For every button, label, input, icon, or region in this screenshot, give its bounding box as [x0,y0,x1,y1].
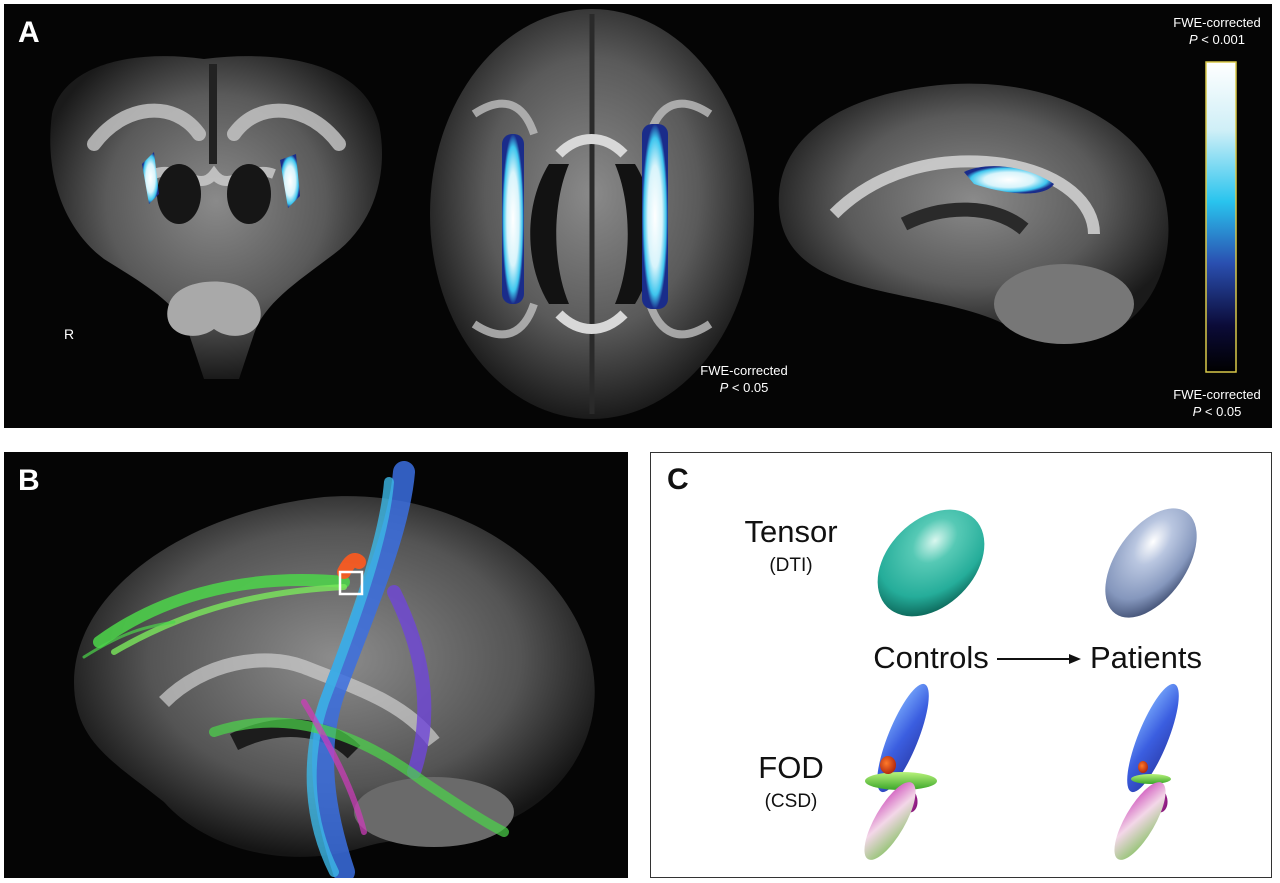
colorbar-bottom-label: FWE-corrected P < 0.05 [1162,386,1272,420]
patients-fod-glyph [1114,683,1179,860]
panel-a-letter: A [18,16,40,49]
controls-label: Controls [873,640,989,675]
colorbar-top-p: P < 0.001 [1188,32,1246,47]
colorbar-bottom-p: P < 0.05 [1192,404,1242,419]
orientation-marker: R [64,326,75,342]
sagittal-slice [778,83,1169,344]
fod-label: FOD [758,750,824,785]
roi-box [338,570,364,596]
patients-tensor-ellipsoid [1105,508,1197,618]
tensor-sub-label: (DTI) [769,555,813,576]
colorbar-bottom-line1: FWE-corrected [1173,387,1261,402]
tensor-label: Tensor [744,514,838,549]
panel-c-figure [864,508,1197,860]
panel-b-figure [74,461,595,878]
panel-a-figure [50,9,1237,419]
panel-c-letter: C [667,463,689,496]
axial-threshold-p: P < 0.05 [719,380,769,395]
fod-sub-label: (CSD) [764,791,818,812]
coronal-slice [50,56,382,379]
axial-slice [430,9,754,419]
axial-threshold-line1: FWE-corrected [700,363,788,378]
controls-fod-glyph [864,683,937,860]
panel-a: A R FWE-corrected P < 0.05 FWE-corrected… [4,4,1272,428]
patients-label: Patients [1089,640,1202,675]
panel-b-letter: B [18,464,40,497]
panel-c: C Tensor (DTI) Controls Patients FOD (CS… [650,452,1272,878]
axial-threshold-label: FWE-corrected P < 0.05 [684,362,804,396]
controls-to-patients-arrow [997,654,1081,664]
colorbar [1205,61,1237,373]
tractography [82,461,509,878]
colorbar-top-line1: FWE-corrected [1173,15,1261,30]
controls-tensor-ellipsoid [877,509,985,617]
panel-b: B [4,452,628,878]
colorbar-top-label: FWE-corrected P < 0.001 [1162,14,1272,48]
